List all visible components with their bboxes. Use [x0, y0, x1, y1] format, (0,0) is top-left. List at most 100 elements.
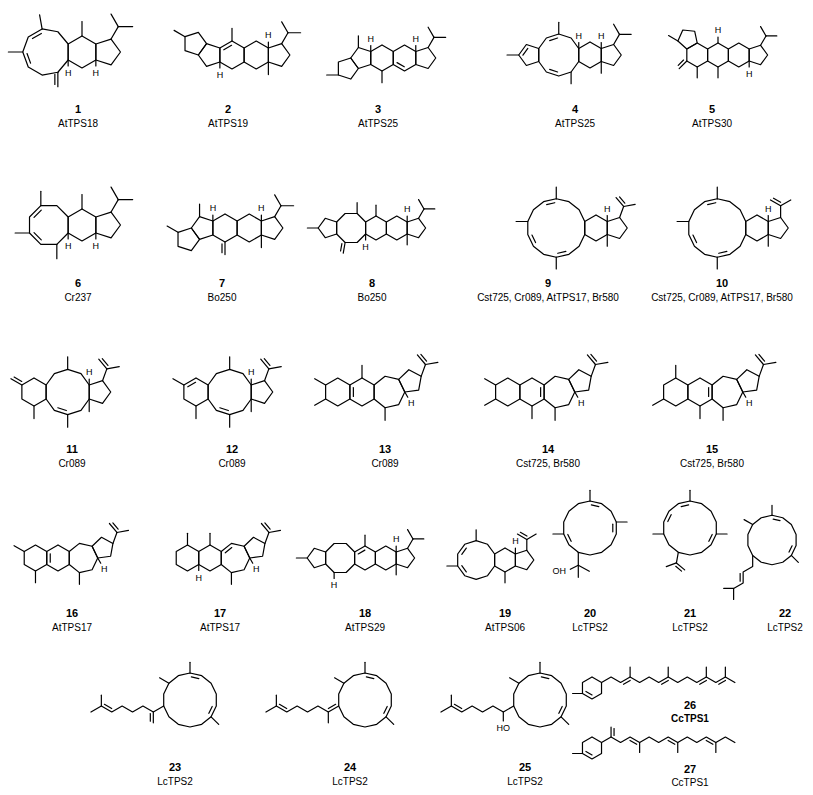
- compound-number: 12: [226, 444, 238, 455]
- bond-line: [338, 58, 358, 79]
- bond-line: [396, 548, 414, 567]
- enzyme-label: LcTPS2: [572, 623, 608, 633]
- bond-line: [343, 242, 345, 253]
- bond-line: [709, 534, 712, 541]
- bond-line: [676, 566, 682, 571]
- bond-line: [265, 369, 269, 381]
- enzyme-label: Cst725, Cr089, AtTPS17, Br580: [477, 293, 619, 303]
- bond-line: [515, 548, 516, 554]
- bond-line: [188, 382, 196, 386]
- bond-line: [587, 355, 595, 365]
- enzyme-label: AtTPS25: [555, 119, 595, 129]
- compound-number: 22: [779, 608, 791, 619]
- bond-line: [176, 545, 199, 571]
- bond-line: [341, 244, 342, 251]
- bond-line: [678, 30, 697, 49]
- bond-line: [586, 751, 592, 755]
- compound-number: 13: [379, 444, 391, 455]
- atom-label: H: [597, 31, 606, 40]
- bond-line: [375, 205, 376, 216]
- bond-line: [386, 216, 407, 240]
- bond-line: [281, 205, 294, 206]
- bond-line: [664, 378, 688, 406]
- bond-line: [531, 406, 532, 419]
- bond-line: [393, 45, 416, 71]
- atom-label: H: [511, 537, 520, 546]
- bond-line: [743, 392, 746, 397]
- bond-line: [539, 662, 540, 673]
- bond-line: [268, 42, 269, 48]
- bond-line: [697, 67, 698, 78]
- bond-line: [68, 233, 69, 239]
- bond-line: [421, 365, 425, 377]
- bond-line: [620, 206, 624, 217]
- bond-line: [23, 29, 68, 75]
- bond-line: [759, 365, 763, 377]
- bond-line: [717, 257, 718, 269]
- bond-line: [22, 378, 46, 406]
- bond-line: [102, 359, 108, 366]
- bond-line: [34, 233, 41, 240]
- bond-line: [520, 378, 544, 406]
- compound-number: 5: [709, 104, 715, 115]
- bond-line: [595, 362, 607, 364]
- bond-line: [231, 28, 232, 41]
- bond-line: [34, 210, 41, 217]
- bond-line: [353, 388, 354, 397]
- bond-line: [719, 251, 727, 253]
- bond-line: [250, 558, 253, 563]
- compound-number: 16: [66, 608, 78, 619]
- bond-line: [789, 546, 792, 552]
- bond-line: [81, 195, 82, 209]
- bond-line: [715, 743, 716, 753]
- atom-label: H: [216, 71, 225, 80]
- bond-line: [118, 26, 132, 27]
- bond-line: [47, 545, 70, 571]
- bond-line: [564, 501, 617, 555]
- bond-line: [251, 399, 252, 412]
- bond-line: [40, 191, 41, 205]
- bond-line: [717, 67, 718, 78]
- bond-line: [265, 523, 270, 529]
- enzyme-label: AtTPS25: [358, 119, 398, 129]
- bond-line: [111, 200, 118, 212]
- compound-number: 26: [684, 700, 696, 711]
- bond-line: [699, 406, 700, 419]
- enzyme-label: AtTPS06: [485, 623, 525, 633]
- bond-line: [40, 15, 43, 29]
- bond-line: [528, 199, 585, 257]
- bond-line: [553, 533, 564, 534]
- bond-line: [458, 541, 495, 580]
- bond-line: [187, 533, 188, 545]
- bond-line: [630, 667, 631, 677]
- compound-number: 6: [75, 278, 81, 289]
- atom-label: H: [257, 204, 266, 213]
- bond-line: [678, 60, 683, 65]
- bond-line: [421, 354, 427, 361]
- bond-line: [519, 44, 539, 65]
- bond-line: [755, 355, 763, 365]
- bond-line: [96, 39, 121, 65]
- bond-line: [113, 523, 118, 529]
- bond-line: [516, 221, 528, 222]
- bond-line: [229, 415, 230, 428]
- bond-line: [771, 505, 772, 515]
- compound-number: 15: [706, 444, 718, 455]
- bond-line: [582, 677, 601, 699]
- bond-line: [428, 37, 434, 47]
- enzyme-label: AtTPS19: [208, 119, 248, 129]
- bond-line: [334, 572, 335, 578]
- bond-line: [570, 72, 571, 84]
- bond-line: [244, 537, 265, 558]
- bond-line: [578, 552, 579, 565]
- bond-line: [318, 218, 336, 237]
- bond-line: [209, 706, 212, 713]
- bond-line: [407, 234, 408, 245]
- atom-label: H: [194, 573, 203, 582]
- compound-number: 17: [214, 608, 226, 619]
- bond-line: [676, 552, 678, 563]
- bond-line: [397, 63, 404, 67]
- bond-line: [191, 677, 198, 679]
- bond-line: [454, 704, 461, 708]
